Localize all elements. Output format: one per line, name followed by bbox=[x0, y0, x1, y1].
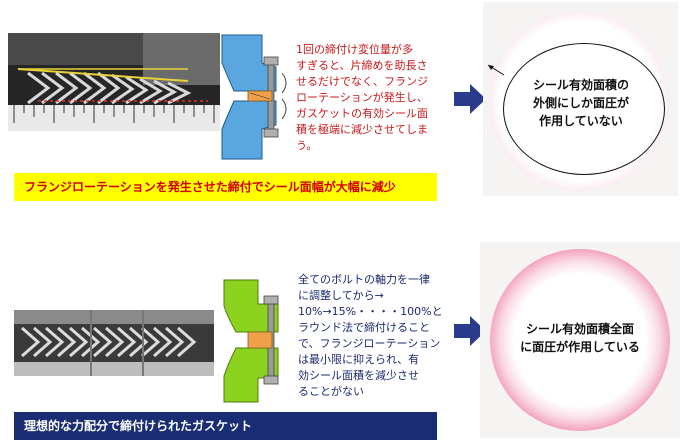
conclusion-banner-rotation: フランジローテーションを発生させた締付でシール面幅が大幅に減少 bbox=[14, 173, 437, 201]
rotation-explanation-text: 1回の締付け変位量が多 すぎると、片締めを助長さ せるだけでなく、フランジ ロー… bbox=[296, 43, 428, 152]
pressure-film-photo-full-contact bbox=[480, 242, 680, 438]
arrow-right-icon bbox=[454, 84, 486, 118]
effective-seal-area-outline bbox=[503, 43, 665, 175]
flange-ideal-diagram bbox=[222, 278, 294, 408]
arrow-right-icon bbox=[454, 316, 486, 350]
gasket-cross-section-photo-ideal bbox=[14, 310, 214, 376]
result-caption-outer-pressure: シール有効面積の 外側にしか面圧が 作用していない bbox=[532, 78, 629, 128]
conclusion-banner-ideal: 理想的な力配分で締付けられたガスケット bbox=[14, 412, 437, 440]
flange-rotation-diagram bbox=[220, 33, 292, 165]
gasket-pressure-ring-full bbox=[490, 249, 670, 431]
pointer-arrow-icon bbox=[486, 62, 506, 81]
round-tightening-explanation-text: 全てのボルトの軸力を一律 に調整してから→ 10%→15%・・・・100%と ラ… bbox=[298, 273, 443, 398]
result-caption-full-pressure: シール有効面積全面 に面圧が作用している bbox=[520, 322, 640, 354]
gasket-cross-section-photo-rotated bbox=[8, 33, 220, 131]
